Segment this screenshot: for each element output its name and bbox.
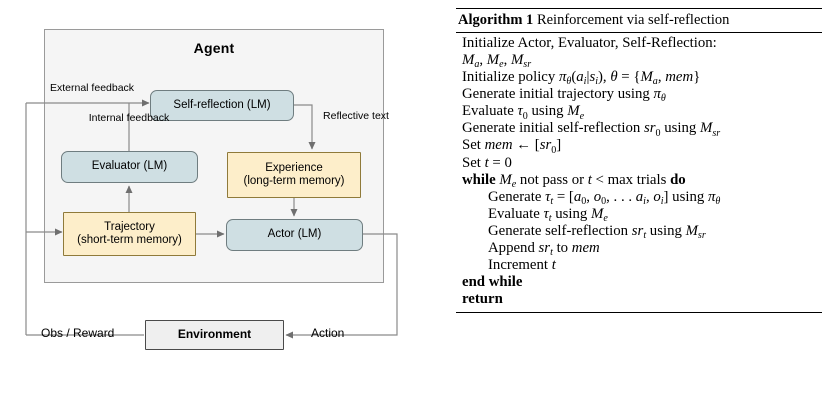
algorithm-line: Ma, Me, Msr xyxy=(462,52,532,71)
node-evaluator[interactable]: Evaluator (LM) xyxy=(61,151,198,183)
edge-label-internal-feedback-line2: feedback xyxy=(126,112,170,124)
connector-wires xyxy=(25,99,398,339)
node-experience[interactable]: Experience (long-term memory) xyxy=(227,152,361,198)
algorithm-line: return xyxy=(462,291,503,308)
node-self-reflection-label: Self-reflection (LM) xyxy=(173,98,271,111)
node-experience-sublabel: (long-term memory) xyxy=(243,175,345,187)
algorithm-rule-mid xyxy=(456,32,822,33)
node-evaluator-label: Evaluator (LM) xyxy=(91,160,168,173)
algorithm-line: Generate τt = [a0, o0, . . . ai, oi] usi… xyxy=(488,188,721,207)
algorithm-line: Set mem ← [sr0] xyxy=(462,137,562,156)
algorithm-line: Initialize Actor, Evaluator, Self-Reflec… xyxy=(462,35,717,51)
algorithm-line: Set t = 0 xyxy=(462,154,512,171)
algorithm-line: while Me not pass or t < max trials do xyxy=(462,171,686,190)
node-self-reflection[interactable]: Self-reflection (LM) xyxy=(150,90,294,121)
agent-architecture-diagram: Agent xyxy=(25,29,398,350)
edge-label-internal-feedback-line1: Internal xyxy=(88,112,124,124)
algorithm-block: Algorithm 1 Reinforcement via self-refle… xyxy=(456,8,822,314)
agent-title: Agent xyxy=(193,40,235,56)
algorithm-line: Evaluate τt using Me xyxy=(488,205,608,224)
algorithm-line: Generate initial self-reflection sr0 usi… xyxy=(462,120,721,139)
node-trajectory[interactable]: Trajectory (short-term memory) xyxy=(63,212,196,256)
algorithm-rule-top xyxy=(456,8,822,9)
algorithm-line: Generate initial trajectory using πθ xyxy=(462,86,666,105)
edge-label-reflective-text-line2: text xyxy=(372,110,389,122)
node-actor[interactable]: Actor (LM) xyxy=(226,219,363,251)
algorithm-number: Algorithm 1 xyxy=(458,12,534,28)
edge-label-reflective-text: Reflective text xyxy=(320,110,392,123)
edge-label-external-feedback: External feedback xyxy=(50,82,135,94)
edge-label-action: Action xyxy=(311,326,345,340)
node-environment[interactable]: Environment xyxy=(145,320,284,350)
algorithm-line: Evaluate τ0 using Me xyxy=(462,103,585,122)
node-environment-label: Environment xyxy=(177,327,252,342)
node-experience-label: Experience xyxy=(265,161,323,174)
algorithm-steps: Initialize Actor, Evaluator, Self-Reflec… xyxy=(456,33,822,312)
node-trajectory-sublabel: (short-term memory) xyxy=(77,234,182,246)
node-trajectory-label: Trajectory xyxy=(104,220,155,233)
algorithm-line: Initialize policy πθ(ai|si), θ = {Ma, me… xyxy=(462,69,701,88)
algorithm-line: Increment t xyxy=(488,257,556,274)
algorithm-rule-bottom xyxy=(456,312,822,314)
algorithm-line: Generate self-reflection srt using Msr xyxy=(488,222,706,242)
edge-label-internal-feedback: Internal feedback xyxy=(86,112,172,125)
algorithm-line: end while xyxy=(462,274,523,291)
algorithm-line: Append srt to mem xyxy=(488,239,600,259)
node-actor-label: Actor (LM) xyxy=(267,228,322,241)
edge-label-obs-reward: Obs / Reward xyxy=(41,326,115,340)
edge-label-reflective-text-line1: Reflective xyxy=(323,110,370,122)
algorithm-header: Algorithm 1 Reinforcement via self-refle… xyxy=(456,9,822,32)
algorithm-title: Reinforcement via self-reflection xyxy=(536,12,730,28)
